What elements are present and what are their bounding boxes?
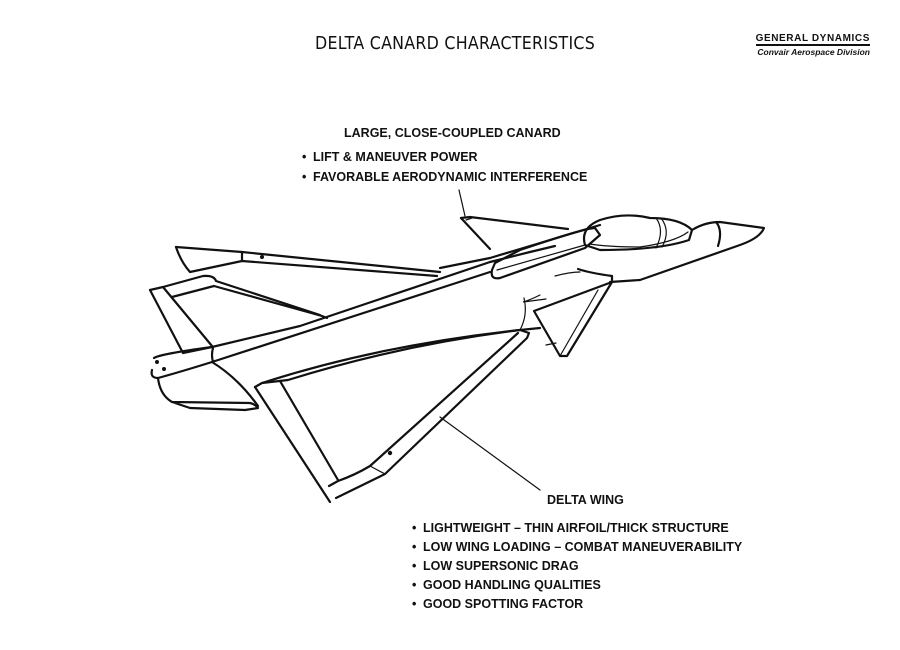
bullet-icon: • — [302, 150, 307, 164]
canard-bullet-list: • LIFT & MANEUVER POWER • FAVORABLE AERODY… — [302, 148, 587, 187]
rivet-icon — [155, 360, 159, 364]
wing-bullet-list: • LIGHTWEIGHT – THIN AIRFOIL/THICK STRUCT… — [412, 519, 742, 614]
forward-fuselage — [438, 214, 766, 284]
list-item: • FAVORABLE AERODYNAMIC INTERFERENCE — [302, 168, 587, 188]
bullet-text: LOW SUPERSONIC DRAG — [423, 559, 579, 573]
bullet-text: LIFT & MANEUVER POWER — [313, 150, 478, 164]
list-item: • GOOD HANDLING QUALITIES — [412, 576, 742, 595]
delta-wing — [253, 328, 531, 504]
page-title: DELTA CANARD CHARACTERISTICS — [315, 33, 596, 54]
bullet-text: GOOD SPOTTING FACTOR — [423, 597, 584, 611]
bullet-icon: • — [302, 169, 307, 184]
bullet-icon: • — [412, 540, 417, 554]
brand-division: Convair Aerospace Division — [757, 47, 870, 57]
bullet-icon: • — [412, 559, 417, 573]
company-logo: GENERAL DYNAMICS Convair Aerospace Divis… — [724, 28, 870, 57]
wing-leader-line — [439, 416, 541, 491]
bullet-text: GOOD HANDLING QUALITIES — [423, 578, 601, 592]
list-item: • LOW WING LOADING – COMBAT MANEUVERABILI… — [412, 538, 742, 557]
list-item: • LOW SUPERSONIC DRAG — [412, 557, 742, 576]
canard-heading: LARGE, CLOSE-COUPLED CANARD — [344, 126, 561, 140]
bullet-icon: • — [412, 578, 417, 592]
near-canard — [522, 267, 614, 358]
rivet-icon — [260, 255, 264, 259]
list-item: • LIGHTWEIGHT – THIN AIRFOIL/THICK STRUCT… — [412, 519, 742, 538]
far-canard — [459, 215, 570, 251]
list-item: • LIFT & MANEUVER POWER — [302, 148, 587, 168]
bullet-icon: • — [412, 597, 417, 611]
list-item: • GOOD SPOTTING FACTOR — [412, 595, 742, 614]
rivet-icon — [387, 450, 393, 456]
bullet-text: FAVORABLE AERODYNAMIC INTERFERENCE — [313, 169, 588, 184]
canard-leader-line — [458, 189, 466, 217]
brand-name: GENERAL DYNAMICS — [755, 33, 870, 46]
rivet-icon — [162, 367, 166, 371]
bullet-icon: • — [412, 521, 417, 535]
bullet-text: LOW WING LOADING – COMBAT MANEUVERABILIT… — [423, 540, 743, 554]
wing-heading: DELTA WING — [547, 493, 624, 507]
bullet-text: LIGHTWEIGHT – THIN AIRFOIL/THICK STRUCTU… — [423, 521, 729, 535]
far-wing — [174, 245, 442, 278]
